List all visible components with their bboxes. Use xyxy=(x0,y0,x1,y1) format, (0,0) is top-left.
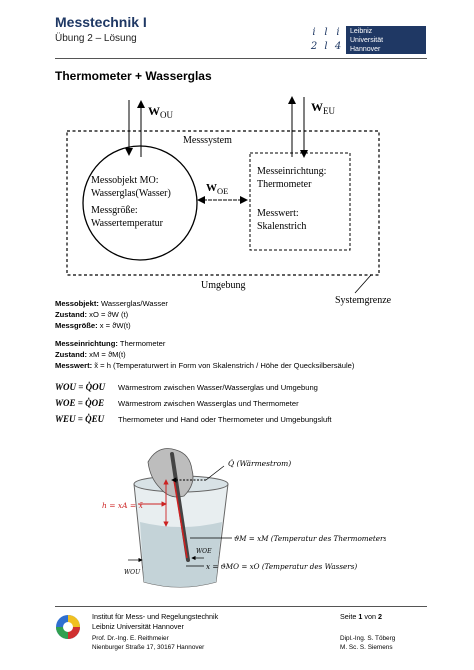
me-line3: Messwert: xyxy=(257,208,299,219)
page-indicator: Seite 1 von 2 xyxy=(340,612,382,621)
messobjekt-row: Messobjekt: Wasserglas/Wasser xyxy=(55,299,168,309)
logo-glyph: 2 xyxy=(310,41,318,52)
messsystem-label: Messsystem xyxy=(183,135,232,146)
w-oe-photo-label: WOE xyxy=(196,548,212,555)
staff-1: Dipl.-Ing. S. Töberg xyxy=(340,635,396,642)
w-description: Wärmestrom zwischen Wasser/Wasserglas un… xyxy=(118,383,318,392)
w-symbol: WOU = Q̇OU xyxy=(55,382,106,392)
institute-name: Institut für Mess- und Regelungstechnik xyxy=(92,612,219,621)
w-symbol: WEU = Q̇EU xyxy=(55,414,105,424)
footer-divider xyxy=(55,606,427,607)
messgroesse-label: Messgröße: xyxy=(55,321,98,330)
logo-glyph: l xyxy=(324,41,328,52)
messobjekt-value: Wasserglas/Wasser xyxy=(98,299,168,308)
page-total: 2 xyxy=(377,612,382,621)
document-title: Messtechnik I xyxy=(55,14,147,30)
page-middle: von xyxy=(362,612,378,621)
messobjekt-circle xyxy=(82,145,198,261)
w-symbol: WOE = Q̇OE xyxy=(55,398,105,408)
page-current: 1 xyxy=(358,612,363,621)
address: Nienburger Straße 17, 30167 Hannover xyxy=(92,644,205,651)
umgebung-label: Umgebung xyxy=(201,280,245,291)
logo-line: Leibniz xyxy=(350,28,373,35)
zustand1-row: Zustand: xO = ϑW (t) xyxy=(55,310,128,320)
w-ou-label: WOU xyxy=(148,104,173,120)
w-ou-photo-label: WOU xyxy=(124,569,141,576)
header-divider xyxy=(55,58,427,59)
page-prefix: Seite xyxy=(340,612,359,621)
me-line1: Messeinrichtung: xyxy=(257,166,326,177)
me-line2: Thermometer xyxy=(257,179,312,190)
x-label: x = ϑMO = xO (Temperatur des Wassers) xyxy=(206,562,357,571)
messgroesse-value: x = ϑW(t) xyxy=(97,321,131,330)
messwert-value: x̃ = h (Temperaturwert in Form von Skale… xyxy=(92,361,355,370)
university-name: Leibniz Universität Hannover xyxy=(92,622,184,631)
messeinrichtung-label: Messeinrichtung: xyxy=(55,339,118,348)
mo-line2: Wasserglas(Wasser) xyxy=(91,188,171,199)
h-label: h = xA = x̃ xyxy=(102,501,144,510)
messeinrichtung-row: Messeinrichtung: Thermometer xyxy=(55,339,165,349)
mo-line1: Messobjekt MO: xyxy=(91,175,159,186)
messwert-row: Messwert: x̃ = h (Temperaturwert in Form… xyxy=(55,361,354,371)
logo-wordmark: Leibniz Universität Hannover xyxy=(346,26,426,54)
zustand1-value: xO = ϑW (t) xyxy=(87,310,129,319)
system-boundary xyxy=(66,130,380,276)
logo-glyph: i xyxy=(312,27,316,38)
zustand2-row: Zustand: xM = ϑM(t) xyxy=(55,350,126,360)
logo-glyph: i xyxy=(336,27,340,38)
zustand2-value: xM = ϑM(t) xyxy=(87,350,126,359)
w-description: Wärmestrom zwischen Wasserglas und Therm… xyxy=(118,399,299,408)
staff-2: M. Sc. S. Siemens xyxy=(340,644,393,651)
logo-line: Universität xyxy=(350,37,384,44)
institute-logo xyxy=(55,614,81,640)
zustand2-label: Zustand: xyxy=(55,350,88,359)
mercury-column xyxy=(173,479,188,559)
systemgrenze-leader xyxy=(354,274,372,294)
logo-glyphs: i l i 2 l 4 xyxy=(308,26,344,54)
logo-glyph: l xyxy=(324,27,328,38)
w-description: Thermometer und Hand oder Thermometer un… xyxy=(118,415,332,424)
theta-m-label: ϑM = xM (Temperatur des Thermometers) xyxy=(234,534,386,543)
university-logo: i l i 2 l 4 Leibniz Universität Hannover xyxy=(308,26,426,54)
institute-logo-icon xyxy=(56,615,80,639)
thermometer-glass-illustration: Q̇ (Wärmestrom) h = xA = x̃ ϑM = xM (Tem… xyxy=(102,448,386,588)
messeinrichtung-value: Thermometer xyxy=(117,339,166,348)
messeinrichtung-box xyxy=(249,152,351,251)
document-subtitle: Übung 2 – Lösung xyxy=(55,33,137,44)
system-diagram: WOU WEU Messsystem Messobjekt MO: Wasser… xyxy=(66,96,392,306)
w-eu-label: WEU xyxy=(311,100,335,116)
messgroesse-row: Messgröße: x = ϑW(t) xyxy=(55,321,131,331)
section-title: Thermometer + Wasserglas xyxy=(55,69,212,83)
logo-line: Hannover xyxy=(350,46,381,53)
q-label: Q̇ (Wärmestrom) xyxy=(228,459,291,468)
systemgrenze-label: Systemgrenze xyxy=(335,295,392,306)
zustand1-label: Zustand: xyxy=(55,310,88,319)
w-oe-label: WOE xyxy=(206,182,228,196)
thermometer xyxy=(170,452,190,562)
me-line4: Skalenstrich xyxy=(257,221,306,232)
hand xyxy=(147,448,194,498)
q-leader xyxy=(205,465,225,481)
messobjekt-label: Messobjekt: xyxy=(55,299,99,308)
mo-line3: Messgröße: xyxy=(91,205,138,216)
mo-line4: Wassertemperatur xyxy=(91,218,164,229)
professor: Prof. Dr.-Ing. E. Reithmeier xyxy=(92,635,169,642)
logo-glyph: 4 xyxy=(334,41,342,52)
messwert-label: Messwert: xyxy=(55,361,93,370)
